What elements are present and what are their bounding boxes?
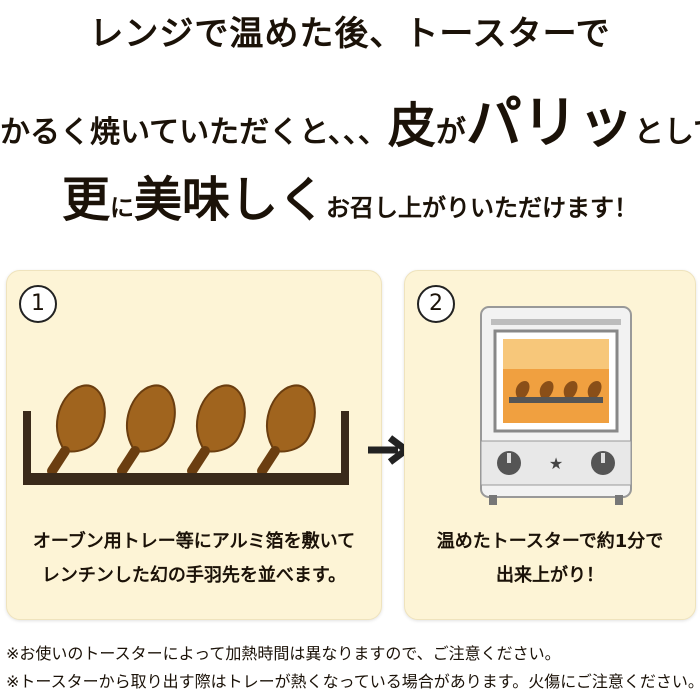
tray-illustration: [23, 384, 349, 485]
headline-text-2c: が: [435, 115, 466, 150]
toaster-oven-icon: ★: [480, 306, 632, 505]
chicken-wing-icon: [257, 384, 316, 476]
headline-text-2e: として: [633, 115, 700, 150]
toaster-illustration: ★: [480, 306, 632, 505]
note-2: ※トースターから取り出す際はトレーが熱くなっている場合があります。火傷にご注意く…: [6, 672, 700, 691]
step-2-caption: 温めたトースターで約1分で 出来上がり！: [405, 525, 695, 593]
step-2-caption-line-1: 温めたトースターで約1分で: [436, 531, 664, 552]
headline-text-3c: 美味しく: [134, 172, 327, 228]
headline-line-3: 更に美味しくお召し上がりいただけます！: [0, 160, 700, 230]
note-1: ※お使いのトースターによって加熱時間は異なりますので、ご注意ください。: [6, 644, 561, 663]
headline-text-1: レンジで温めた後、トースターで: [89, 14, 611, 54]
headline-line-2: かるく焼いていただくと、、、皮がパリッとして: [0, 78, 700, 159]
step-2-caption-line-2: 出来上がり！: [496, 565, 604, 586]
chicken-wing-icon: [117, 384, 176, 476]
chicken-wing-icon: [47, 384, 106, 476]
step-1-caption-line-2: レンチンした幻の手羽先を並べます。: [41, 565, 347, 586]
step-1-caption-line-1: オーブン用トレー等にアルミ箔を敷いて: [32, 531, 356, 552]
headline-text-2b: 皮: [387, 98, 436, 154]
step-2-number: 2: [417, 285, 455, 323]
svg-text:★: ★: [549, 454, 563, 473]
step-2-panel: 2 ★ 温めたトースターで約1分で 出来上がり！: [404, 270, 696, 620]
step-1-caption: オーブン用トレー等にアルミ箔を敷いて レンチンした幻の手羽先を並べます。: [7, 525, 381, 593]
headline-text-3d: お召し上がりいただけます！: [326, 194, 639, 222]
headline-line-1: レンジで温めた後、トースターで: [0, 6, 700, 55]
step-1-panel: 1 オーブン用トレー等にアルミ箔を敷いて レンチンした幻の手羽先を並べます。: [6, 270, 382, 620]
headline-text-2d: パリッ: [465, 91, 634, 156]
headline-text-2a: かるく焼いていただくと、、、: [0, 115, 388, 150]
chicken-wing-icon: [187, 384, 246, 476]
headline-text-3b: に: [110, 194, 134, 222]
headline-text-3a: 更: [61, 172, 110, 228]
step-1-number: 1: [19, 285, 57, 323]
